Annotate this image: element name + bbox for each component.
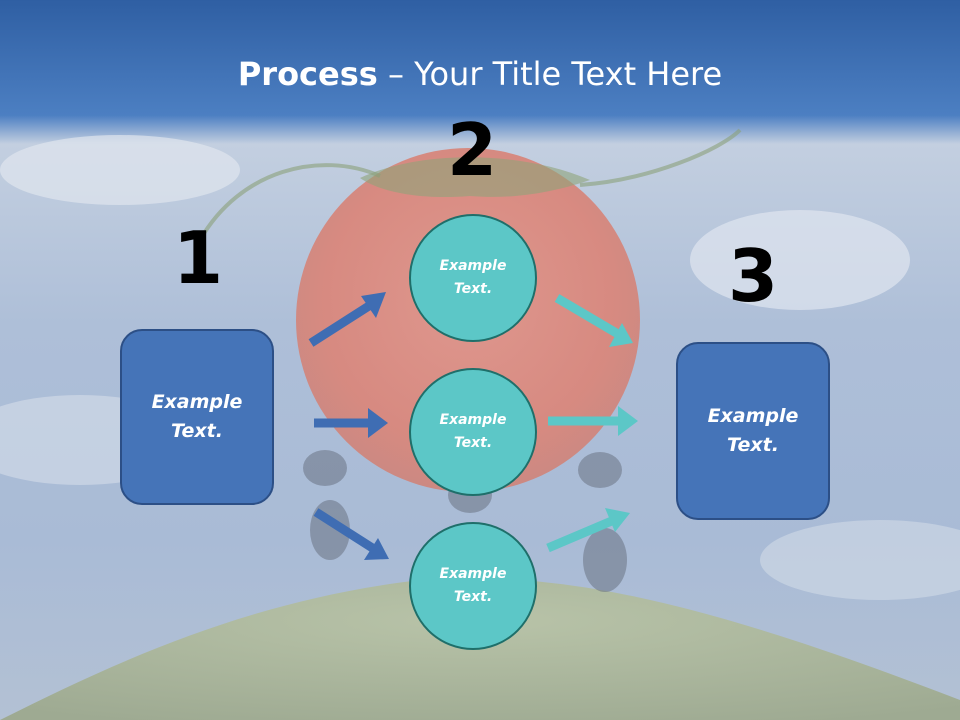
arrow-top-to-right xyxy=(554,294,633,347)
circle-bottom: Example Text. xyxy=(409,522,537,650)
arrow-left-to-bottom xyxy=(313,508,389,560)
circle-top-text: Example Text. xyxy=(439,258,507,297)
circle-middle: Example Text. xyxy=(409,368,537,496)
step-number-2: 2 xyxy=(446,108,498,192)
circle-top: Example Text. xyxy=(409,214,537,342)
arrow-bottom-to-right xyxy=(546,508,630,553)
left-process-box: Example Text. xyxy=(120,329,274,505)
left-box-text: Example Text. xyxy=(151,391,243,442)
arrow-left-to-top xyxy=(308,292,386,347)
arrow-middle-to-right xyxy=(548,406,638,436)
arrow-left-to-middle xyxy=(314,408,388,438)
slide-title: Process – Your Title Text Here xyxy=(0,52,960,96)
step-number-3: 3 xyxy=(727,234,779,318)
circle-bottom-text: Example Text. xyxy=(439,566,507,605)
right-process-box: Example Text. xyxy=(676,342,830,520)
title-rest: – Your Title Text Here xyxy=(377,55,723,93)
right-box-text: Example Text. xyxy=(707,405,799,456)
circle-middle-text: Example Text. xyxy=(439,412,507,451)
title-bold: Process xyxy=(237,55,378,93)
step-number-1: 1 xyxy=(172,216,224,300)
